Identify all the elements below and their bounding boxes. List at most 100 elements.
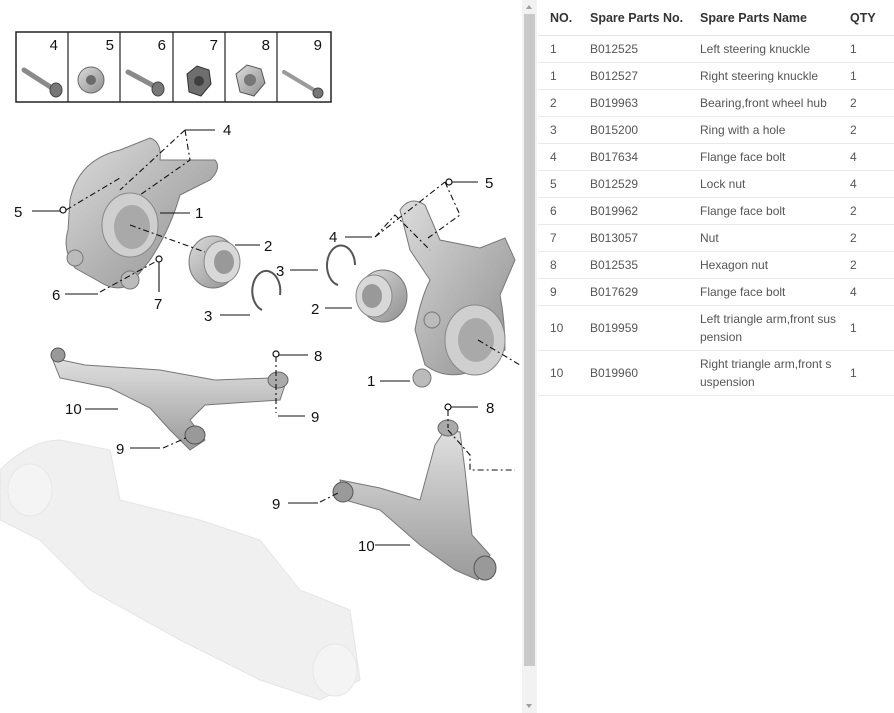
nut-icon (186, 65, 212, 97)
cell-part-no: B017629 (578, 278, 688, 306)
right-steering-knuckle-drawing (399, 200, 516, 388)
column-header-no: NO. (538, 0, 578, 36)
wheel-hub-bearing-drawing (188, 235, 241, 289)
snap-ring-drawing (326, 244, 356, 286)
cell-no: 8 (538, 251, 578, 279)
table-header-row: NO. Spare Parts No. Spare Parts Name QTY (538, 0, 894, 36)
legend-number: 8 (262, 37, 270, 54)
cell-qty: 2 (838, 116, 888, 144)
callout-number: 5 (14, 204, 22, 221)
cell-part-no: B012527 (578, 62, 688, 90)
callout-number: 3 (276, 263, 284, 280)
callout-number: 10 (358, 538, 375, 555)
column-header-clipped (888, 0, 894, 36)
cell-qty: 2 (838, 224, 888, 252)
cell-part-no: B017634 (578, 143, 688, 171)
cell-part-no: B012535 (578, 251, 688, 279)
cell-part-no: B013057 (578, 224, 688, 252)
scrollbar-thumb[interactable] (524, 14, 535, 666)
flange-bolt-icon (125, 69, 165, 97)
leader-lines (32, 129, 521, 546)
cell-no: 5 (538, 170, 578, 198)
cell-part-no: B015200 (578, 116, 688, 144)
callout-labels: 4 5 1 2 6 7 3 5 4 3 2 1 8 10 9 9 8 9 10 (14, 122, 494, 555)
cell-part-name: Ring with a hole (688, 116, 838, 144)
cell-part-name: Right triangle arm,front suspension (688, 350, 838, 396)
callout-number: 1 (195, 205, 203, 222)
left-triangle-arm-drawing (50, 347, 289, 451)
cell-part-name: Flange face bolt (688, 197, 838, 225)
cell-qty: 1 (838, 350, 888, 396)
cell-part-name: Right steering knuckle (688, 62, 838, 90)
legend-number: 9 (314, 37, 322, 54)
cell-part-name: Flange face bolt (688, 143, 838, 171)
snap-ring-drawing (251, 270, 282, 311)
cell-part-name: Bearing,front wheel hub (688, 89, 838, 117)
flange-bolt-icon (21, 67, 63, 98)
cell-no: 6 (538, 197, 578, 225)
spare-parts-table: NO. Spare Parts No. Spare Parts Name QTY… (538, 0, 894, 396)
right-triangle-arm-drawing (332, 419, 497, 581)
cell-part-no: B019962 (578, 197, 688, 225)
column-header-qty: QTY (838, 0, 888, 36)
callout-number: 2 (264, 238, 272, 255)
cell-qty: 2 (838, 251, 888, 279)
cell-part-name: Left triangle arm,front suspension (688, 305, 838, 351)
leader-end-markers (59, 178, 453, 411)
cell-no: 3 (538, 116, 578, 144)
cell-no: 1 (538, 35, 578, 63)
cell-part-name: Hexagon nut (688, 251, 838, 279)
callout-number: 7 (154, 296, 162, 313)
cell-no: 9 (538, 278, 578, 306)
legend-number: 5 (106, 37, 114, 54)
cell-part-no: B019959 (578, 305, 688, 351)
cell-part-name: Lock nut (688, 170, 838, 198)
callout-number: 1 (367, 373, 375, 390)
cell-part-no: B012529 (578, 170, 688, 198)
legend-number: 4 (50, 37, 58, 54)
callout-number: 4 (223, 122, 231, 139)
fastener-legend: 4 5 6 7 8 9 (15, 31, 332, 103)
cell-qty: 4 (838, 143, 888, 171)
scroll-down-arrow-icon[interactable] (526, 704, 532, 708)
flange-bolt-icon (282, 70, 324, 99)
cell-part-name: Flange face bolt (688, 278, 838, 306)
callout-number: 9 (272, 496, 280, 513)
cell-qty: 4 (838, 170, 888, 198)
cell-qty: 2 (838, 197, 888, 225)
callout-number: 2 (311, 301, 319, 318)
cell-no: 7 (538, 224, 578, 252)
column-header-part-no: Spare Parts No. (578, 0, 688, 36)
cell-qty: 1 (838, 62, 888, 90)
hexagon-nut-icon (235, 64, 266, 97)
callout-number: 8 (314, 348, 322, 365)
scroll-up-arrow-icon[interactable] (526, 5, 532, 9)
cell-part-no: B012525 (578, 35, 688, 63)
cell-no: 4 (538, 143, 578, 171)
callout-number: 10 (65, 401, 82, 418)
vertical-scrollbar[interactable] (522, 0, 537, 713)
cell-no: 1 (538, 62, 578, 90)
spare-parts-table-pane: NO. Spare Parts No. Spare Parts Name QTY… (538, 0, 894, 713)
callout-number: 3 (204, 308, 212, 325)
callout-number: 9 (311, 409, 319, 426)
cell-qty: 4 (838, 278, 888, 306)
cell-qty: 2 (838, 89, 888, 117)
cell-qty: 1 (838, 35, 888, 63)
callout-number: 5 (485, 175, 493, 192)
cell-no: 10 (538, 305, 578, 351)
subframe-ghost-drawing (0, 439, 361, 701)
flange-lock-nut-icon (77, 66, 105, 94)
